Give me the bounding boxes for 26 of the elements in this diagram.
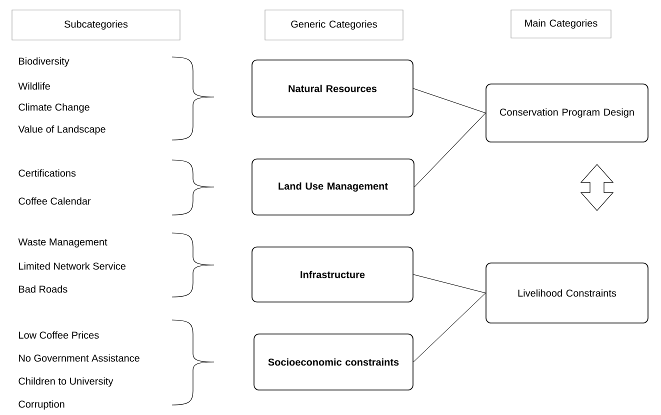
subcategory-text: Corruption	[18, 400, 64, 410]
column-heading-box: Generic Categories	[264, 10, 404, 40]
subcategory-text: Certifications	[18, 169, 76, 177]
category-box: Land Use Management	[252, 158, 414, 216]
category-box: Infrastructure	[252, 246, 414, 302]
subcategory-text: No Government Assistance	[19, 354, 140, 362]
subcategory-text: Children to University	[18, 377, 114, 387]
category-box: Socioeconomic constraints	[254, 334, 414, 390]
column-heading-box: Main Categories	[510, 10, 612, 38]
connector-line	[413, 292, 486, 362]
subcategory-text: Bad Roads	[19, 285, 68, 293]
column-heading-box: Subcategories	[12, 10, 180, 40]
connector-line	[413, 274, 486, 294]
subcategory-text: Limited Network Service	[19, 262, 126, 270]
subcategory-text: Biodiversity	[19, 57, 70, 67]
subcategory-text: Climate Change	[18, 103, 90, 113]
subcategory-text: Value of Landscape	[18, 125, 106, 135]
subcategory-text: Coffee Calendar	[18, 197, 91, 205]
subcategory-text: Wildlife	[18, 82, 50, 90]
subcategory-text: Low Coffee Prices	[19, 331, 99, 339]
category-box: Natural Resources	[252, 60, 414, 118]
main-category-box: Conservation Program Design	[486, 84, 648, 142]
connector-line	[414, 112, 486, 188]
main-category-box: Livelihood Constraints	[486, 262, 648, 324]
subcategory-text: Waste Management	[18, 238, 108, 248]
connector-line	[413, 88, 486, 114]
